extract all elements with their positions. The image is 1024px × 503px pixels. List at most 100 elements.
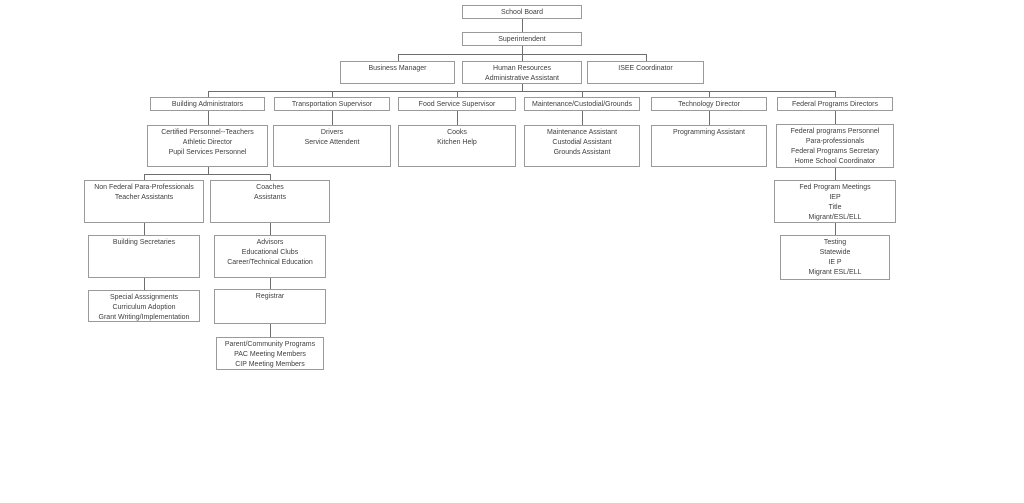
connector-line bbox=[208, 167, 209, 174]
connector-line bbox=[144, 284, 145, 290]
connector-line bbox=[208, 91, 209, 97]
connector-line bbox=[522, 46, 523, 54]
org-node-label: Curriculum Adoption bbox=[112, 304, 176, 311]
org-node-label: Assistants bbox=[254, 194, 286, 201]
org-node-label: Para-professionals bbox=[805, 138, 865, 145]
org-node-maintenance-custodial-grounds: Maintenance/Custodial/Grounds bbox=[524, 97, 640, 111]
connector-line bbox=[709, 111, 710, 118]
org-node-label: Statewide bbox=[819, 249, 851, 256]
connector-line bbox=[457, 91, 523, 92]
org-node-programming-assistant: Programming Assistant bbox=[651, 125, 767, 167]
connector-line bbox=[835, 168, 836, 174]
connector-line bbox=[208, 118, 209, 125]
org-node-superintendent: Superintendent bbox=[462, 32, 582, 46]
org-node-label: Testing bbox=[823, 239, 847, 246]
org-node-label: Career/Technical Education bbox=[227, 259, 313, 266]
connector-line bbox=[582, 118, 583, 125]
connector-line bbox=[835, 111, 836, 118]
org-node-label: Migrant ESL/ELL bbox=[808, 269, 862, 276]
org-node-label: Grant Writing/Implementation bbox=[98, 314, 190, 321]
org-node-label: Service Attendent bbox=[304, 139, 360, 146]
org-node-registrar: Registrar bbox=[214, 289, 326, 324]
connector-line bbox=[270, 223, 271, 229]
connector-line bbox=[457, 118, 458, 125]
org-node-label: Migrant/ESL/ELL bbox=[808, 214, 862, 221]
org-node-label: Non Federal Para-Professionals bbox=[94, 184, 194, 191]
connector-line bbox=[144, 223, 145, 229]
org-node-label: Registrar bbox=[255, 293, 285, 300]
connector-line bbox=[522, 26, 523, 32]
org-node-building-secretaries: Building Secretaries bbox=[88, 235, 200, 278]
connector-line bbox=[270, 324, 271, 331]
connector-line bbox=[646, 54, 647, 61]
org-node-label: Title bbox=[828, 204, 842, 211]
org-node-label: Human Resources bbox=[493, 65, 551, 72]
connector-line bbox=[270, 278, 271, 284]
org-node-label: PAC Meeting Members bbox=[234, 351, 306, 358]
org-node-food-service-supervisor: Food Service Supervisor bbox=[398, 97, 516, 111]
org-node-school-board: School Board bbox=[462, 5, 582, 19]
connector-line bbox=[582, 91, 583, 97]
org-node-label: Educational Clubs bbox=[241, 249, 299, 256]
org-node-label: Federal Programs Secretary bbox=[791, 148, 879, 155]
org-node-isee-coordinator: ISEE Coordinator bbox=[587, 61, 704, 84]
connector-line bbox=[332, 91, 333, 97]
connector-line bbox=[835, 118, 836, 124]
org-node-label: Special Asssignments bbox=[109, 294, 179, 301]
org-node-label: CIP Meeting Members bbox=[235, 361, 305, 368]
connector-line bbox=[270, 331, 271, 337]
org-node-label: Certified Personnel--Teachers bbox=[161, 129, 254, 136]
org-node-label: Technology Director bbox=[678, 101, 740, 108]
org-node-label: Programming Assistant bbox=[673, 129, 745, 136]
connector-line bbox=[332, 111, 333, 118]
org-node-label: Grounds Assistant bbox=[553, 149, 611, 156]
org-node-label: Administrative Assistant bbox=[485, 75, 559, 82]
org-node-label: Federal programs Personnel bbox=[790, 128, 880, 135]
connector-line bbox=[835, 91, 836, 97]
connector-line bbox=[270, 174, 271, 180]
connector-line bbox=[522, 19, 523, 26]
org-node-label: Building Administrators bbox=[171, 101, 244, 108]
connector-line bbox=[835, 223, 836, 229]
org-node-label: Teacher Assistants bbox=[114, 194, 174, 201]
org-node-transportation-supervisor: Transportation Supervisor bbox=[274, 97, 390, 111]
connector-line bbox=[332, 91, 523, 92]
org-node-federal-programs-directors: Federal Programs Directors bbox=[777, 97, 893, 111]
org-node-label: School Board bbox=[500, 9, 544, 16]
org-node-label: Federal Programs Directors bbox=[792, 101, 878, 108]
org-node-label: Parent/Community Programs bbox=[224, 341, 316, 348]
org-node-label: Home School Coordinator bbox=[794, 158, 876, 165]
org-node-label: Athletic Director bbox=[182, 139, 233, 146]
connector-line bbox=[835, 229, 836, 235]
connector-line bbox=[835, 174, 836, 180]
org-node-label: Drivers bbox=[320, 129, 344, 136]
org-node-label: ISEE Coordinator bbox=[618, 65, 673, 72]
connector-line bbox=[398, 54, 523, 55]
connector-line bbox=[144, 174, 145, 180]
org-node-label: Cooks bbox=[447, 129, 467, 136]
connector-line bbox=[709, 118, 710, 125]
connector-line bbox=[709, 91, 710, 97]
connector-line bbox=[457, 111, 458, 118]
connector-line bbox=[208, 111, 209, 118]
connector-line bbox=[522, 84, 523, 91]
org-node-technology-director: Technology Director bbox=[651, 97, 767, 111]
org-node-label: Pupil Services Personnel bbox=[168, 149, 247, 156]
org-node-building-administrators: Building Administrators bbox=[150, 97, 265, 111]
org-node-label: Kitchen Help bbox=[437, 139, 477, 146]
connector-line bbox=[582, 111, 583, 118]
